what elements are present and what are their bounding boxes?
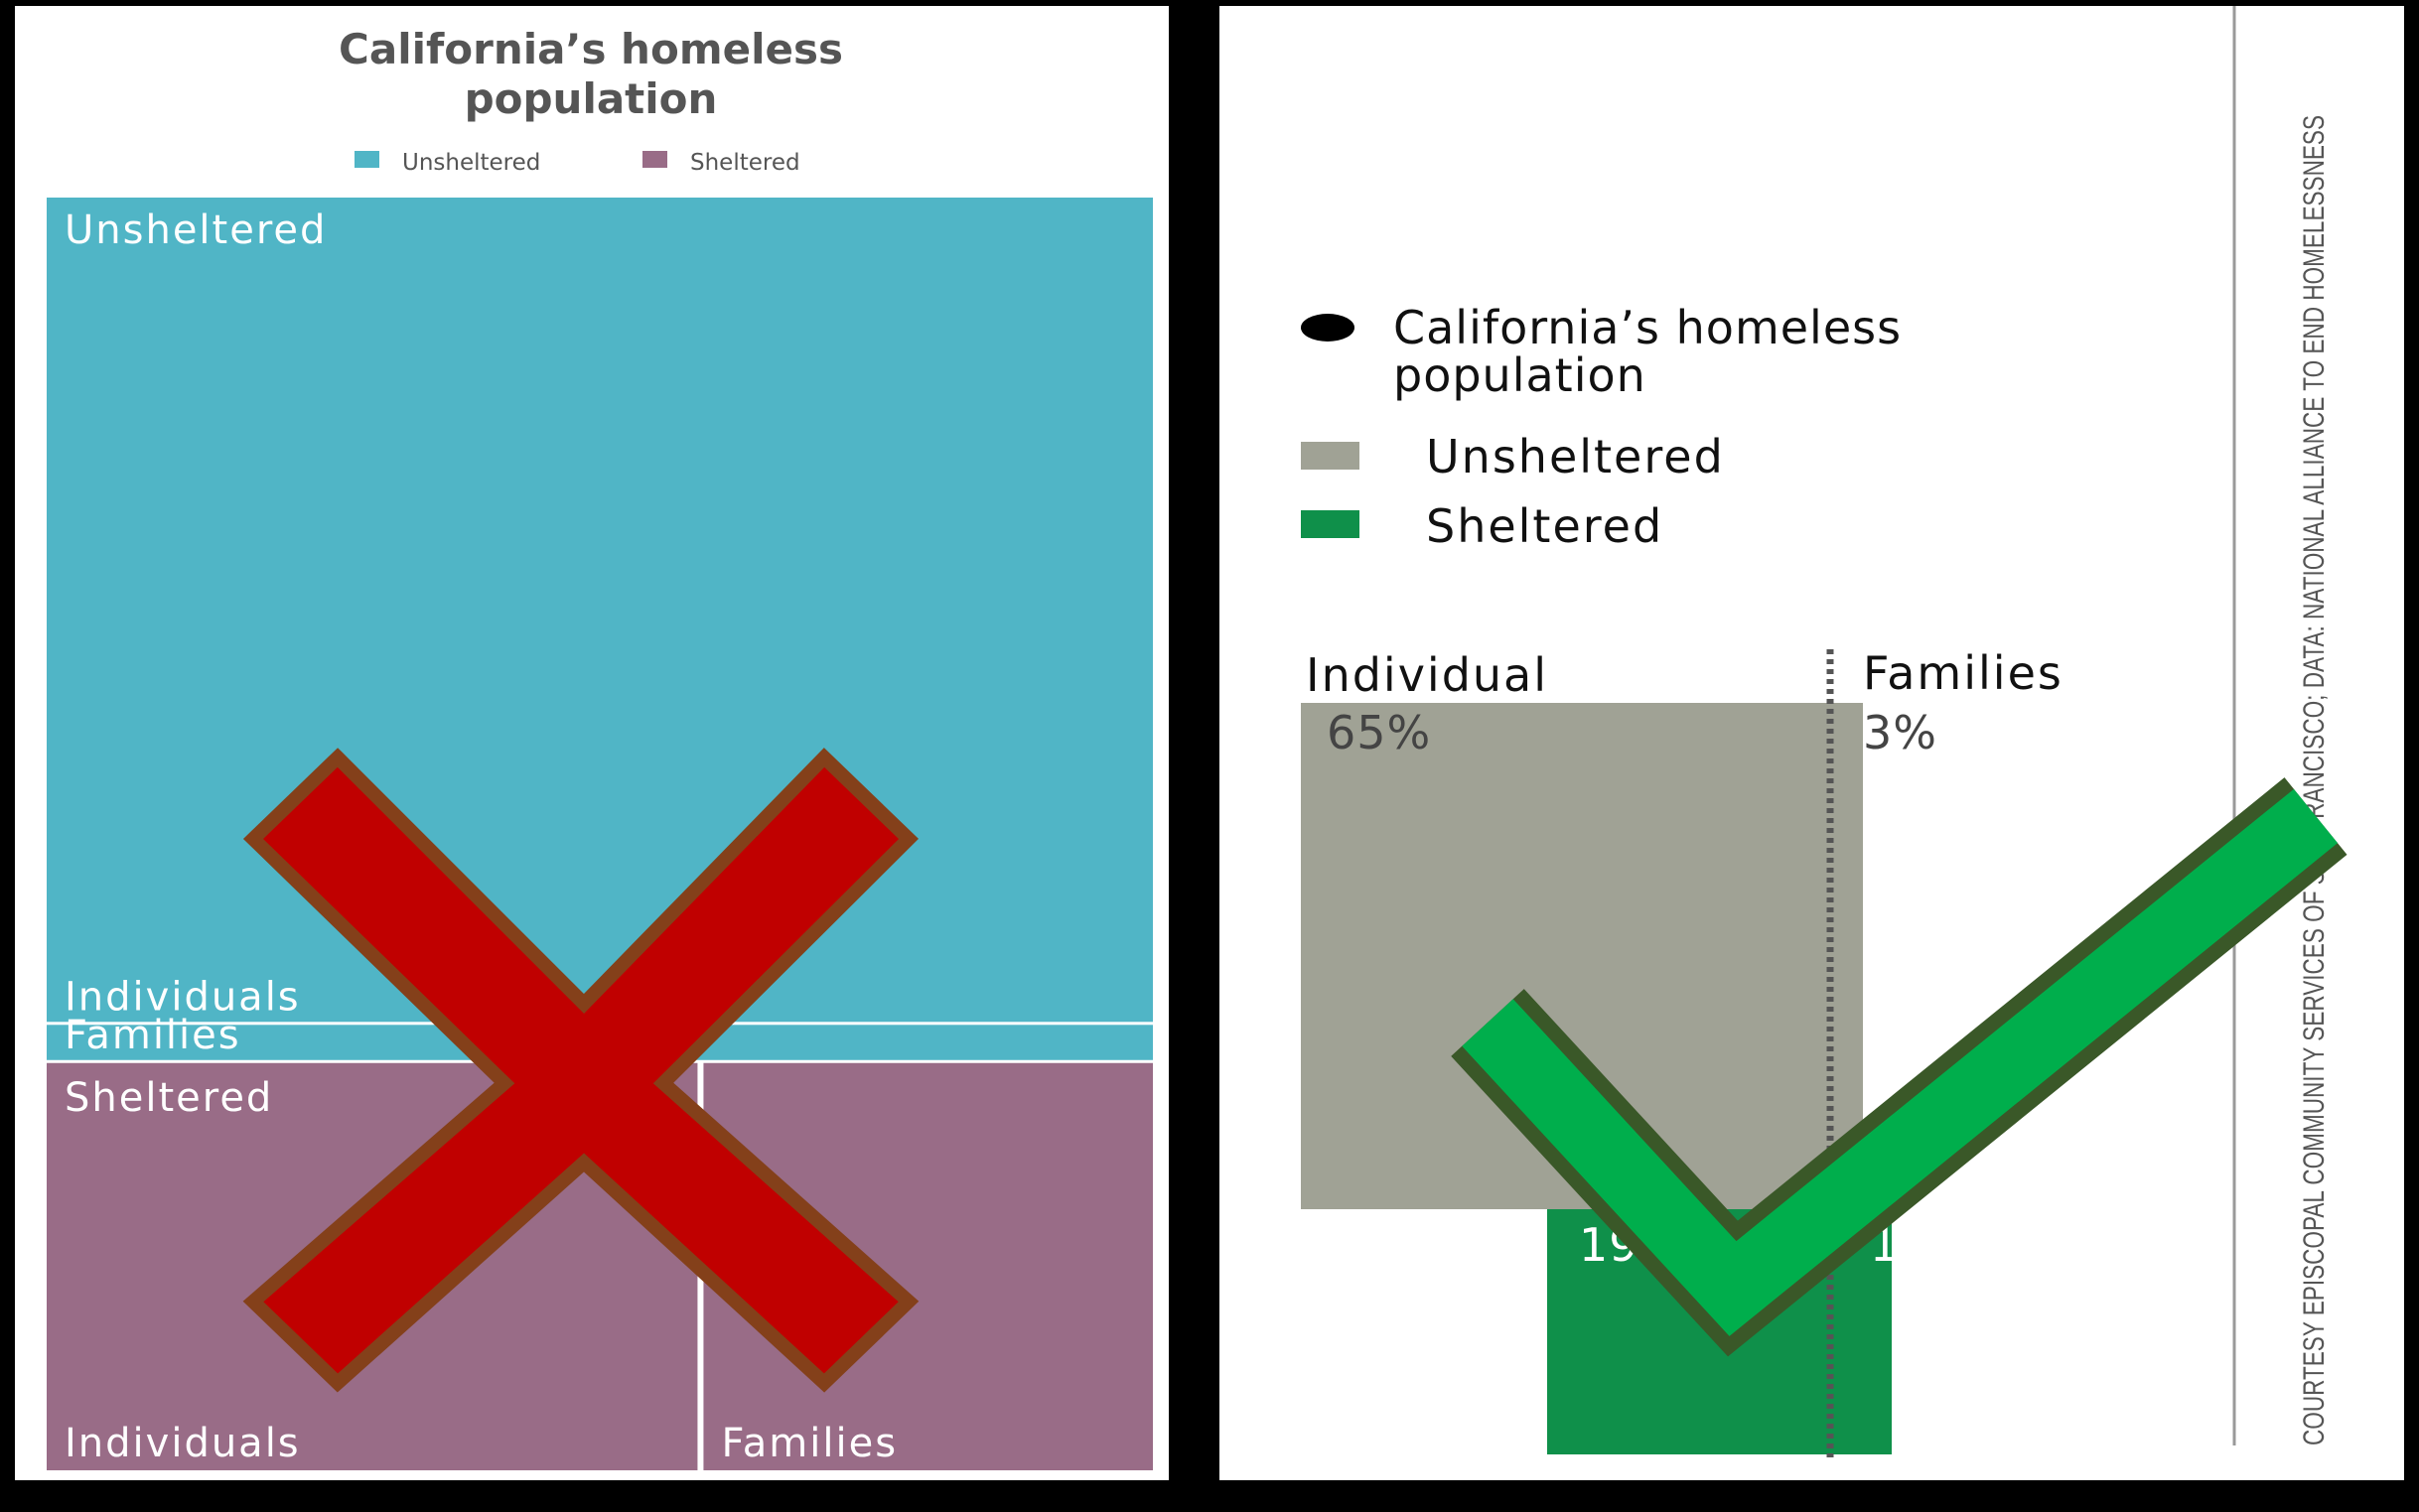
legend-swatch-sheltered bbox=[642, 151, 667, 168]
chart-title-line-2: population bbox=[465, 74, 718, 123]
treemap-group-label-sheltered: Sheltered bbox=[65, 1075, 273, 1121]
title-bullet-icon bbox=[1301, 314, 1354, 342]
data-label-unsheltered-individual: 65% bbox=[1327, 706, 1431, 759]
data-label-unsheltered-families: 3% bbox=[1863, 706, 1937, 759]
legend-swatch-unsheltered bbox=[1301, 442, 1359, 470]
treemap-label-unsheltered-individuals: Individuals bbox=[65, 974, 301, 1020]
legend-label-unsheltered: Unsheltered bbox=[1426, 430, 1725, 483]
legend-swatch-unsheltered bbox=[355, 151, 379, 168]
chart-title-line-1: California’s homeless bbox=[339, 25, 843, 73]
mosaic-chart: California’s homeless population Unshelt… bbox=[1301, 6, 2331, 1457]
legend-label-sheltered: Sheltered bbox=[1426, 499, 1663, 553]
chart-title-line-2: population bbox=[1393, 348, 1646, 402]
chart-title-line-1: California’s homeless bbox=[1393, 301, 1902, 354]
legend-label-sheltered: Sheltered bbox=[690, 150, 800, 176]
checkmark-icon-fill bbox=[1462, 788, 2339, 1336]
mosaic-panel: California’s homeless population Unshelt… bbox=[1219, 6, 2404, 1480]
treemap-label-sheltered-individuals: Individuals bbox=[65, 1421, 301, 1466]
cross-icon bbox=[242, 748, 920, 1393]
treemap-label-sheltered-families: Families bbox=[721, 1421, 898, 1466]
category-label-individual: Individual bbox=[1306, 648, 1548, 702]
source-credit: COURTESY EPISCOPAL COMMUNITY SERVICES OF… bbox=[2298, 115, 2331, 1445]
legend-label-unsheltered: Unsheltered bbox=[402, 150, 540, 176]
treemap-cell-unsheltered-individuals bbox=[47, 198, 1153, 1023]
category-label-families: Families bbox=[1863, 646, 2063, 700]
treemap-group-label-unsheltered: Unsheltered bbox=[65, 207, 327, 253]
treemap-label-unsheltered-families: Families bbox=[65, 1013, 241, 1058]
legend-swatch-sheltered bbox=[1301, 510, 1359, 538]
